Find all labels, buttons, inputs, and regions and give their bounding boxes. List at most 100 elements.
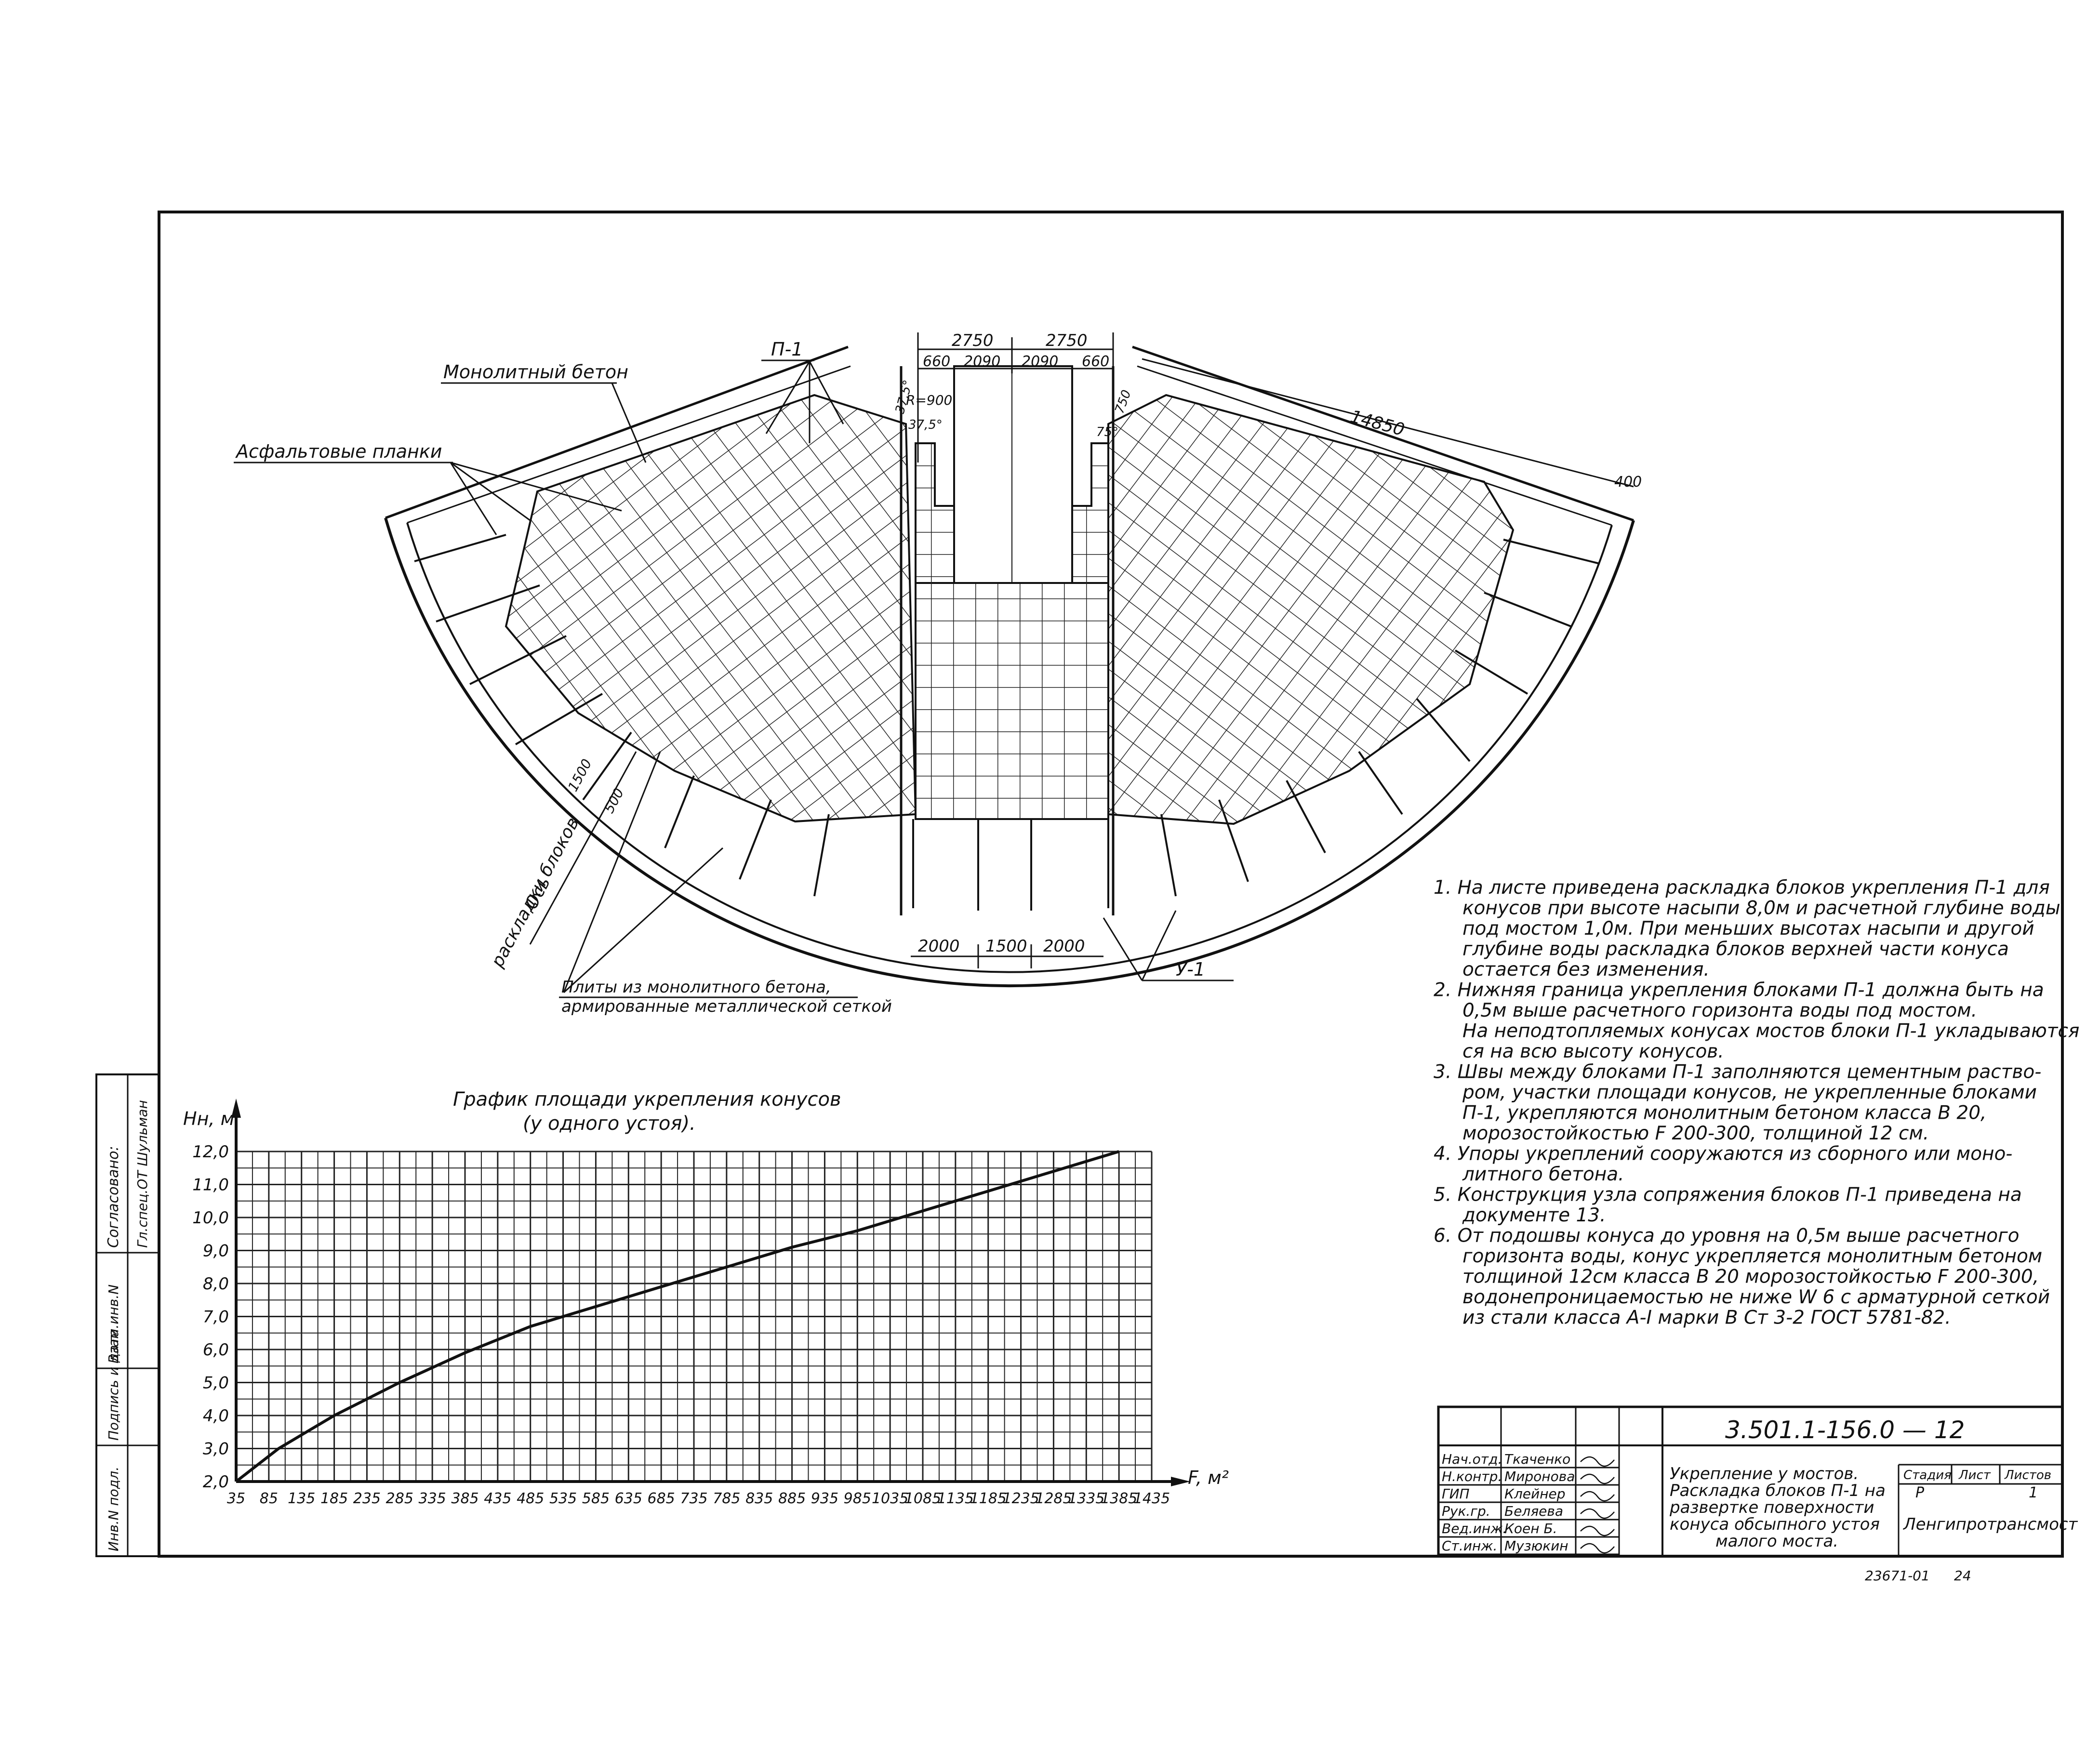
svg-text:750: 750	[1112, 388, 1134, 415]
x-tick-label: 385	[451, 1490, 478, 1507]
svg-text:500: 500	[601, 786, 627, 816]
y-tick-label: 8,0	[203, 1274, 229, 1294]
outer-arc	[384, 517, 1635, 988]
left-stamp-strip: Согласовано: Гл.спец.ОТ Шульман Взам.инв…	[95, 1073, 160, 1557]
svg-text:Укрепление у мостов.: Укрепление у мостов.	[1670, 1464, 1859, 1483]
label-axis-2: раскладки блоков	[487, 814, 583, 971]
tb-name: Миронова	[1504, 1469, 1575, 1484]
notes-block: 1. На листе приведена раскладка блоков у…	[1434, 877, 2079, 1329]
chart-axes	[231, 1098, 1190, 1486]
tb-role: Ст.инж.	[1442, 1538, 1497, 1554]
svg-text:Стадия: Стадия	[1903, 1468, 1952, 1482]
svg-text:Раскладка блоков П-1 на: Раскладка блоков П-1 на	[1670, 1481, 1886, 1500]
svg-text:14850: 14850	[1348, 407, 1407, 440]
x-tick-label: 685	[648, 1490, 675, 1507]
y-tick-label: 4,0	[203, 1406, 229, 1426]
note-line: остается без изменения.	[1462, 959, 1710, 980]
y-tick-label: 10,0	[192, 1208, 229, 1228]
note-line: глубине воды раскладка блоков верхней ча…	[1462, 939, 2009, 960]
note-line: литного бетона.	[1462, 1164, 1624, 1185]
chart-series-line	[235, 1150, 1119, 1483]
tb-role: Вед.инж.	[1442, 1521, 1507, 1536]
x-tick-label: 835	[745, 1490, 773, 1507]
x-tick-label: 785	[713, 1490, 740, 1507]
svg-text:1500: 1500	[985, 937, 1027, 956]
x-tick-label: 635	[615, 1490, 642, 1507]
inv-vzam-label: Взам.инв.N	[106, 1284, 121, 1363]
sheet-frame	[158, 211, 2064, 1558]
label-monolith: Монолитный бетон	[443, 361, 628, 383]
svg-text:660: 660	[1082, 353, 1109, 370]
x-tick-label: 1385	[1101, 1490, 1137, 1507]
note-line: горизонта воды, конус укрепляется моноли…	[1462, 1245, 2042, 1267]
note-line: из стали класса А-I марки В Ст 3-2 ГОСТ …	[1462, 1307, 1951, 1329]
tb-name: Клейнер	[1504, 1486, 1566, 1502]
x-tick-label: 185	[320, 1490, 348, 1507]
svg-text:Р: Р	[1915, 1484, 1925, 1501]
svg-text:Листов: Листов	[2004, 1468, 2051, 1482]
x-tick-label: 1285	[1035, 1490, 1072, 1507]
x-tick-label: 935	[811, 1490, 838, 1507]
note-line: На неподтопляемых конусах мостов блоки П…	[1462, 1020, 2079, 1042]
svg-text:23671-01: 23671-01	[1865, 1568, 1930, 1584]
svg-text:24: 24	[1954, 1568, 1971, 1584]
note-line: П-1, укрепляются монолитным бетоном клас…	[1462, 1102, 1986, 1124]
chart-title-1: График площади укрепления конусов	[453, 1088, 841, 1111]
svg-text:развертке поверхности: развертке поверхности	[1669, 1498, 1874, 1517]
label-p1: П-1	[771, 339, 803, 360]
chart-y-tick-labels: 2,03,04,05,06,07,08,09,010,011,012,0	[192, 1142, 229, 1492]
svg-text:2000: 2000	[1043, 937, 1085, 956]
y-tick-label: 2,0	[203, 1472, 229, 1492]
label-plates-1: Плиты из монолитного бетона,	[561, 978, 831, 997]
note-line: документе 13.	[1462, 1204, 1606, 1226]
agreed-name: Гл.спец.ОТ Шульман	[134, 1100, 150, 1248]
svg-text:1: 1	[2029, 1484, 2038, 1501]
x-tick-label: 585	[582, 1490, 610, 1507]
note-line: 6. От подошвы конуса до уровня на 0,5м в…	[1434, 1225, 2020, 1247]
tb-name: Беляева	[1504, 1503, 1563, 1519]
label-plates-2: армированные металлической сеткой	[561, 997, 892, 1016]
svg-text:75°: 75°	[1096, 425, 1118, 439]
signature-mark	[1580, 1491, 1615, 1502]
signature-mark	[1580, 1456, 1615, 1467]
x-tick-label: 1235	[1002, 1490, 1039, 1507]
note-line: толщиной 12см класса В 20 морозостойкост…	[1462, 1266, 2039, 1288]
tb-name: Коен Б.	[1504, 1521, 1557, 1536]
x-tick-label: 535	[549, 1490, 577, 1507]
label-asphalt: Асфальтовые планки	[235, 441, 442, 462]
org-name: Ленгипротрансмост	[1902, 1515, 2078, 1534]
chart-title-2: (у одного устоя).	[523, 1112, 696, 1135]
y-tick-label: 6,0	[203, 1340, 229, 1360]
note-line: морозостойкостью F 200-300, толщиной 12 …	[1462, 1123, 1929, 1144]
x-tick-label: 1085	[904, 1490, 941, 1507]
svg-text:2750: 2750	[952, 331, 994, 350]
x-tick-label: 985	[844, 1490, 871, 1507]
tb-name: Ткаченко	[1504, 1451, 1570, 1467]
x-tick-label: 1335	[1068, 1490, 1104, 1507]
svg-text:малого моста.: малого моста.	[1715, 1532, 1838, 1551]
chart-grid	[235, 1151, 1153, 1482]
dimensions	[911, 332, 1634, 968]
note-line: ся на всю высоту конусов.	[1462, 1041, 1724, 1062]
chart-xlabel: F, м²	[1188, 1467, 1229, 1488]
signature-mark	[1580, 1525, 1615, 1536]
note-line: 4. Упоры укреплений сооружаются из сборн…	[1434, 1143, 2012, 1165]
y-tick-label: 9,0	[203, 1242, 229, 1261]
tb-role: Н.контр.	[1442, 1469, 1502, 1484]
svg-text:конуса обсыпного устоя: конуса обсыпного устоя	[1670, 1515, 1880, 1534]
tb-role: Рук.гр.	[1442, 1503, 1490, 1519]
signature-mark	[1580, 1543, 1615, 1554]
note-line: 5. Конструкция узла сопряжения блоков П-…	[1434, 1184, 2022, 1206]
signature-mark	[1580, 1508, 1615, 1519]
svg-text:Лист: Лист	[1958, 1468, 1991, 1482]
block-grid-left	[506, 395, 916, 821]
note-line: 1. На листе приведена раскладка блоков у…	[1434, 877, 2050, 899]
note-line: ром, участки площади конусов, не укрепле…	[1462, 1082, 2037, 1103]
svg-text:2090: 2090	[1022, 353, 1058, 370]
x-tick-label: 435	[484, 1490, 511, 1507]
y-tick-label: 11,0	[192, 1176, 229, 1195]
x-tick-label: 135	[288, 1490, 315, 1507]
svg-text:2090: 2090	[964, 353, 1000, 370]
